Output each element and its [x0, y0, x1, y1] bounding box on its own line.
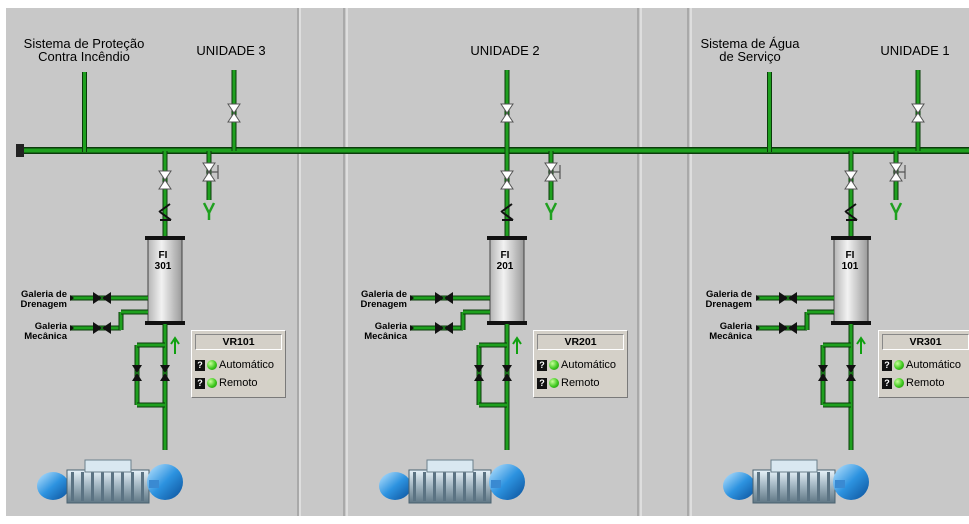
help-icon[interactable]: ? — [882, 377, 892, 389]
unit-1-piping — [723, 70, 925, 504]
inlet-valve-icon[interactable] — [93, 292, 111, 304]
main-header-pipe — [16, 144, 969, 157]
help-icon[interactable]: ? — [195, 359, 205, 371]
bypass-valve-icon[interactable] — [160, 365, 170, 381]
green-led-icon — [207, 360, 217, 371]
unit-1-title: UNIDADE 1 — [880, 43, 950, 58]
valve-status-panel-vr201[interactable]: VR201 ?Automático ?Remoto — [533, 330, 628, 398]
valve-status-panel-vr301[interactable]: VR301 ?Automático ?Remoto — [878, 330, 969, 398]
panel-title: VR201 — [537, 334, 624, 350]
inlet-valve-icon[interactable] — [779, 322, 797, 334]
bypass-valve-icon[interactable] — [474, 365, 484, 381]
green-led-icon — [549, 360, 559, 371]
fire-system-pipe — [82, 72, 87, 152]
filter-tank[interactable] — [489, 237, 525, 325]
unit-2-title: UNIDADE 2 — [470, 43, 540, 58]
help-icon[interactable]: ? — [195, 377, 205, 389]
status-automatico[interactable]: ?Automático — [537, 358, 616, 372]
status-remoto[interactable]: ?Remoto — [882, 376, 945, 390]
unit-3-title: UNIDADE 3 — [196, 43, 266, 58]
supply-valve-icon[interactable] — [227, 103, 241, 123]
turbine-generator-icon[interactable] — [723, 459, 869, 504]
bypass-valve-icon[interactable] — [846, 365, 856, 381]
valve-status-panel-vr101[interactable]: VR101 ?Automático ?Remoto — [191, 330, 286, 398]
green-led-icon — [894, 360, 904, 371]
bypass-valve-icon[interactable] — [132, 365, 142, 381]
inlet-valve-icon[interactable] — [435, 322, 453, 334]
help-icon[interactable]: ? — [537, 359, 547, 371]
unit-3-piping — [37, 70, 241, 504]
isolation-valve-icon[interactable] — [158, 170, 172, 190]
turbine-generator-icon[interactable] — [37, 459, 183, 504]
filter-tank[interactable] — [147, 237, 183, 325]
bypass-valve-icon[interactable] — [502, 365, 512, 381]
service-water-pipe — [767, 72, 772, 152]
panel-dividers — [297, 8, 692, 516]
turbine-generator-icon[interactable] — [379, 459, 525, 504]
status-automatico[interactable]: ?Automático — [195, 358, 274, 372]
green-led-icon — [549, 378, 559, 389]
help-icon[interactable]: ? — [537, 377, 547, 389]
status-automatico[interactable]: ?Automático — [882, 358, 961, 372]
status-remoto[interactable]: ?Remoto — [195, 376, 258, 390]
panel-title: VR301 — [882, 334, 969, 350]
supply-valve-icon[interactable] — [911, 103, 925, 123]
supply-valve-icon[interactable] — [500, 103, 514, 123]
inlet-valve-icon[interactable] — [93, 322, 111, 334]
bypass-valve-icon[interactable] — [818, 365, 828, 381]
status-remoto[interactable]: ?Remoto — [537, 376, 600, 390]
panel-title: VR101 — [195, 334, 282, 350]
inlet-valve-icon[interactable] — [779, 292, 797, 304]
help-icon[interactable]: ? — [882, 359, 892, 371]
inlet-valve-icon[interactable] — [435, 292, 453, 304]
green-led-icon — [894, 378, 904, 389]
green-led-icon — [207, 378, 217, 389]
unit-2-piping — [379, 70, 561, 504]
isolation-valve-icon[interactable] — [500, 170, 514, 190]
isolation-valve-icon[interactable] — [844, 170, 858, 190]
